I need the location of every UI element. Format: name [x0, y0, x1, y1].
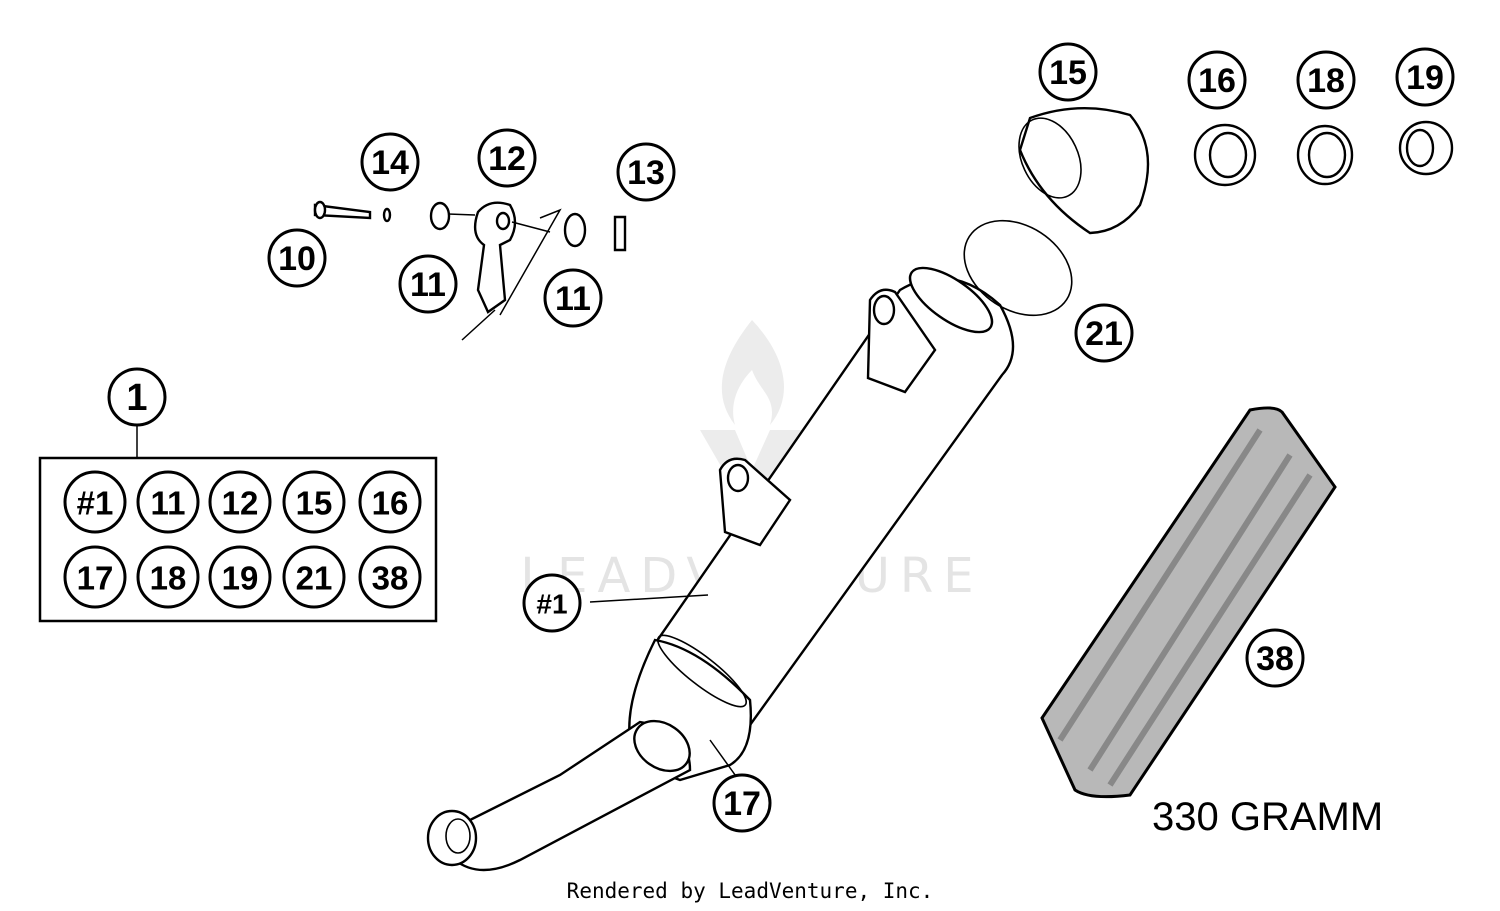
callout-10: 10 [267, 228, 327, 288]
callout-11-left-label: 11 [410, 266, 446, 304]
callout-11-right: 11 [543, 268, 603, 328]
callout-12-label: 12 [488, 140, 526, 178]
kit-item-4-label: 16 [372, 485, 409, 522]
callout-11-left: 11 [398, 254, 458, 314]
callout-21-label: 21 [1085, 315, 1123, 353]
kit-item-3-label: 15 [296, 485, 333, 522]
kit-item-0: #1 [63, 470, 127, 534]
callout-kit: 1 [107, 367, 167, 427]
callout-16-label: 16 [1198, 62, 1236, 100]
callout-17-label: 17 [723, 785, 761, 823]
callout-17: 17 [712, 773, 772, 833]
packing-wool [1040, 406, 1337, 799]
callout-18: 18 [1296, 50, 1356, 110]
callout-38-label: 38 [1256, 640, 1294, 678]
o-ring [963, 219, 1073, 317]
callout-19-label: 19 [1406, 59, 1444, 97]
callout-12: 12 [477, 128, 537, 188]
mount-hardware [313, 200, 627, 341]
weight-note: 330 GRAMM [1152, 795, 1383, 839]
kit-item-1-label: 11 [151, 485, 186, 522]
silencer-body [426, 266, 1015, 872]
kit-item-0-label: #1 [77, 485, 114, 522]
bushing-19 [1398, 120, 1454, 176]
callout-18-label: 18 [1307, 62, 1345, 100]
kit-item-2-label: 12 [222, 485, 259, 522]
callout-15-label: 15 [1049, 54, 1087, 92]
kit-item-9-label: 38 [372, 560, 409, 597]
kit-item-8: 21 [282, 545, 346, 609]
kit-item-5-label: 17 [77, 560, 114, 597]
callout-main-silencer-label: #1 [536, 589, 567, 620]
kit-item-2: 12 [208, 470, 272, 534]
kit-item-8-label: 21 [296, 560, 333, 597]
kit-item-4: 16 [358, 470, 422, 534]
footer-credit: Rendered by LeadVenture, Inc. [567, 879, 934, 903]
callout-15: 15 [1038, 42, 1098, 102]
ring-18 [1296, 124, 1354, 186]
callout-16: 16 [1187, 50, 1247, 110]
callout-14: 14 [360, 132, 420, 192]
callout-21: 21 [1074, 303, 1134, 363]
callout-11-right-label: 11 [555, 280, 591, 318]
kit-item-7-label: 19 [222, 560, 259, 597]
kit-item-5: 17 [63, 545, 127, 609]
callout-13: 13 [616, 142, 676, 202]
kit-item-1: 11 [136, 470, 200, 534]
kit-item-3: 15 [282, 470, 346, 534]
callout-38: 38 [1245, 628, 1305, 688]
callout-kit-label: 1 [126, 377, 147, 419]
kit-item-6-label: 18 [150, 560, 187, 597]
callout-main-silencer: #1 [522, 573, 582, 633]
callout-14-label: 14 [371, 144, 409, 182]
kit-item-9: 38 [358, 545, 422, 609]
callout-10-label: 10 [278, 240, 316, 278]
kit-item-7: 19 [208, 545, 272, 609]
callout-13-label: 13 [627, 154, 665, 192]
callout-19: 19 [1395, 47, 1455, 107]
bushing-16 [1193, 123, 1257, 187]
end-cap [1018, 106, 1150, 235]
kit-item-6: 18 [136, 545, 200, 609]
